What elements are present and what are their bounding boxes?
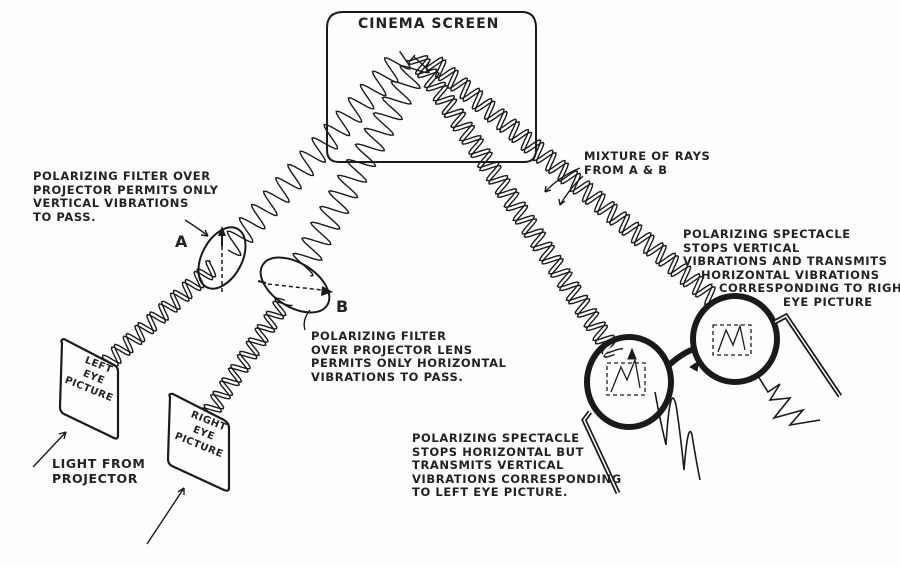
exit-wave-right — [757, 375, 821, 427]
right-spectacle-callout-line: Vibrations and transmits — [683, 254, 888, 268]
light-source-callout-line: Light from — [52, 456, 146, 471]
left-spectacle-callout-line: Polarizing Spectacle — [412, 431, 580, 445]
ray-b-unpolarized — [203, 297, 287, 423]
right-spectacle-callout-line: Polarizing Spectacle — [683, 227, 851, 241]
mixture-callout: Mixture of Rays from A & B — [584, 149, 711, 177]
filter-b-callout-line: Vibrations to Pass. — [311, 369, 464, 384]
mixture-callout-line: Mixture of Rays — [584, 149, 711, 163]
ray-b-polarized — [292, 56, 430, 277]
ray-mixed-left — [408, 54, 618, 358]
polarizing-filter-a — [197, 226, 247, 292]
filter-b-letter: B — [336, 297, 349, 316]
filter-b-callout-line: Polarizing Filter — [311, 329, 447, 343]
ray-mixed-right — [425, 59, 716, 308]
right-spectacle-callout-line: corresponding to Right — [719, 281, 900, 295]
filter-a-callout-line: to Pass. — [33, 209, 97, 224]
left-spectacle-callout-line: stops Horizontal but — [412, 444, 585, 459]
filter-a-letter: A — [175, 232, 188, 251]
right-spectacle-callout-line: Horizontal vibrations — [701, 267, 880, 282]
left-spectacle-callout: Polarizing Spectacle stops Horizontal bu… — [412, 431, 622, 500]
left-spectacle-callout-line: transmits Vertical — [412, 458, 565, 472]
ray-mixed-left — [406, 55, 624, 355]
right-spectacle-callout-line: stops Vertical — [683, 240, 800, 255]
ray-mixed-right — [423, 56, 715, 306]
filter-a-callout-line: Polarizing Filter over — [33, 169, 211, 183]
filter-a-callout-line: Projector permits only — [33, 182, 219, 197]
left-spectacle-callout-line: to Left Eye Picture. — [412, 485, 568, 499]
filter-b-callout: Polarizing Filter over Projector Lens Pe… — [311, 329, 507, 384]
cinema-screen-frame — [326, 11, 537, 163]
right-eye-picture-card — [166, 392, 231, 492]
filter-a-callout-line: Vertical Vibrations — [33, 196, 189, 210]
light-source-callout: Light from Projector — [52, 456, 145, 486]
ray-b-unpolarized — [200, 300, 293, 426]
ray-a-unpolarized — [99, 260, 217, 375]
ray-a-unpolarized — [98, 259, 214, 377]
callout-arrows — [32, 167, 584, 545]
left-spectacle-callout-line: Vibrations corresponding — [412, 471, 622, 486]
left-eye-picture-card — [58, 337, 120, 440]
right-spectacle-callout-line: Eye Picture — [783, 294, 873, 309]
filter-b-callout-line: over Projector Lens — [311, 342, 473, 357]
light-source-callout-line: Projector — [52, 471, 138, 486]
exit-wave-left — [654, 391, 701, 481]
mixture-callout-line: from A & B — [584, 162, 668, 177]
polarizing-filter-b — [257, 256, 333, 314]
light-rays — [98, 50, 716, 426]
filter-b-callout-line: Permits only Horizontal — [311, 356, 507, 370]
right-spectacle-callout: Polarizing Spectacle stops Vertical Vibr… — [683, 227, 900, 309]
polarizing-spectacles — [581, 293, 843, 495]
ray-a-polarized — [226, 50, 411, 257]
filter-a-callout: Polarizing Filter over Projector permits… — [33, 169, 219, 224]
cinema-screen-label: Cinema Screen — [358, 16, 500, 32]
